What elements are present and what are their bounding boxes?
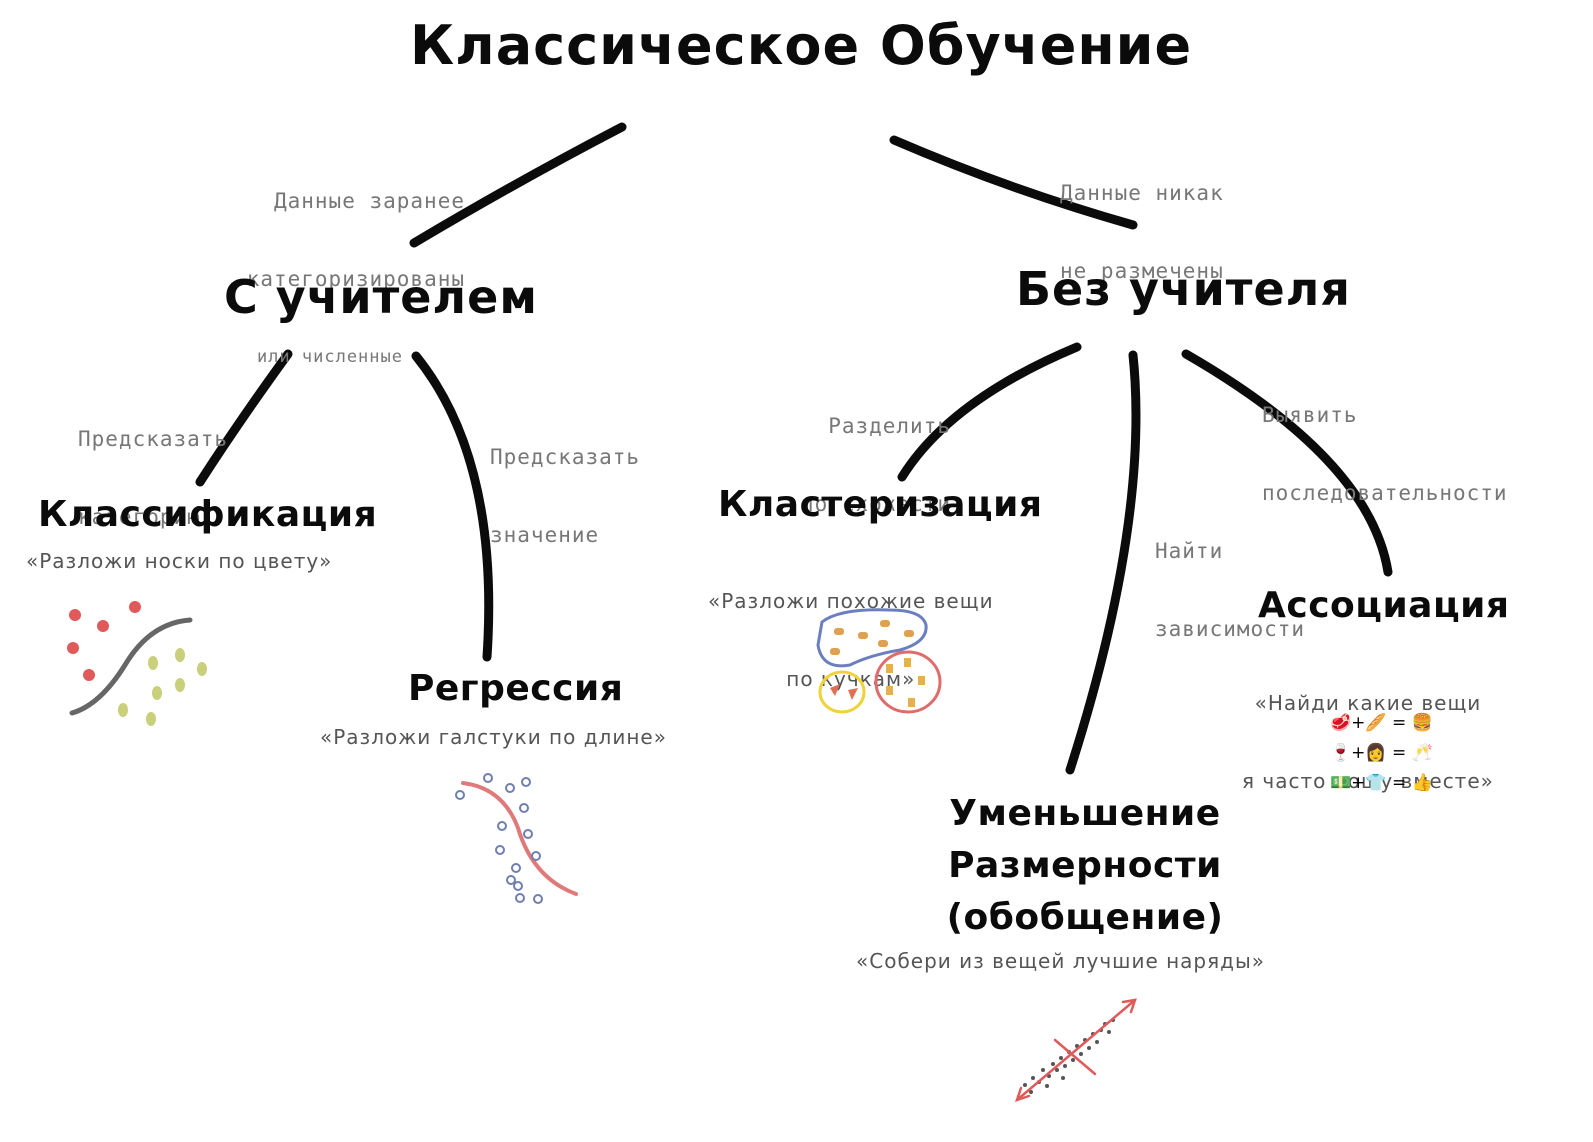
quote-dimensionality: «Собери из вещей лучшие наряды» [856,949,1266,973]
burger-icon: 🍔 [1411,713,1433,733]
classification-illustration [67,601,207,726]
thumbs-up-icon: 👍 [1411,773,1433,793]
edge-label-line: категорию [78,505,201,529]
regression-illustration [455,773,578,904]
meat-icon: 🥩 [1330,713,1352,733]
node-dimensionality: Уменьшение Размерности (обобщение) [930,788,1240,944]
association-row: 💵+👕 = 👍 [1330,773,1433,793]
edge-label-classification: Предсказать категорию [78,374,228,556]
money-icon: 💵 [1330,773,1352,793]
quote-line: «Разложи похожие вещи [708,589,994,613]
quote-regression: «Разложи галстуки по длине» [320,725,667,749]
burger-icon [830,620,914,655]
pear-icon [118,648,207,726]
node-clustering: Кластеризация [718,484,1043,525]
quote-line: по кучкам» [786,667,916,691]
pizza-icon [830,684,858,700]
classification-boundary-curve [69,617,193,716]
edge-root-unsupervised [889,135,1138,230]
edge-unsupervised-dimensionality [1065,350,1141,775]
cluster-blue [816,608,928,668]
node-association: Ассоциация [1258,585,1510,626]
cluster-yellow [818,670,866,714]
edge-label-line: категоризированы [246,267,465,291]
edge-label-line: не размечены [1060,259,1224,283]
cluster-red [874,650,942,714]
association-illustration: 🥩+🥖 = 🍔 🍷+👩 = 🥂 💵+👕 = 👍 [1330,708,1450,798]
regression-points [455,773,543,904]
association-row: 🍷+👩 = 🥂 [1330,743,1433,763]
quote-classification: «Разложи носки по цвету» [26,549,333,573]
node-unsupervised: Без учителя [1016,262,1351,316]
edge-label-line: по схожести [800,492,951,516]
person-icon: 👩 [1365,743,1387,763]
edge-label-line: зависимости [1155,617,1306,641]
quote-line: «Найди какие вещи [1254,691,1482,715]
node-classification: Классификация [38,494,378,535]
dimensionality-illustration [1015,998,1137,1102]
edge-label-unsupervised: Данные никак не размечены [1060,128,1224,310]
edge-label-line: Предсказать [490,445,641,469]
quote-clustering: «Разложи похожие вещи по кучкам» [708,536,994,718]
edge-label-line: значение [490,523,600,547]
edge-unsupervised-clustering [897,342,1082,482]
node-label-line: Уменьшение [949,793,1221,834]
edge-label-line: Данные никак [1060,181,1224,205]
beer-icon [886,658,925,707]
diagram-title: Классическое Обучение [410,14,1193,77]
wine-icon: 🍷 [1330,743,1352,763]
node-regression: Регрессия [408,668,624,709]
edge-unsupervised-association [1181,349,1393,577]
edge-label-supervised: Данные заранее категоризированы или числ… [247,136,465,396]
edge-root-supervised [409,122,627,248]
baguette-icon: 🥖 [1365,713,1387,733]
regression-curve [461,781,578,896]
edge-label-clustering: Разделить по схожести [801,361,951,543]
edge-label-line: Предсказать [78,427,229,451]
node-label-line: (обобщение) [946,897,1224,938]
clustering-illustration [816,608,942,714]
cheers-icon: 🥂 [1411,743,1433,763]
association-row: 🥩+🥖 = 🍔 [1330,713,1433,733]
edge-label-line: Разделить [828,414,951,438]
edge-label-association: Выявить последовательности [1262,350,1508,532]
quote-association: «Найди какие вещи я часто ношу вместе» [1242,638,1494,820]
edge-supervised-classification [195,349,293,487]
edge-label-line: Найти [1155,539,1224,563]
edge-label-line: последовательности [1262,481,1508,505]
node-label-line: Размерности [948,845,1222,886]
principal-axes [1015,998,1137,1102]
edge-label-line: Данные заранее [273,189,465,213]
shirt-icon: 👕 [1365,773,1387,793]
edge-supervised-regression [411,351,494,662]
edge-label-regression: Предсказать значение [490,392,640,574]
node-supervised: С учителем [224,270,538,324]
quote-line: я часто ношу вместе» [1242,769,1494,793]
edge-label-dimensionality: Найти зависимости [1155,486,1305,668]
edge-label-small: или численные [256,347,403,367]
edge-label-line: Выявить [1262,403,1358,427]
apple-icon [67,601,141,681]
